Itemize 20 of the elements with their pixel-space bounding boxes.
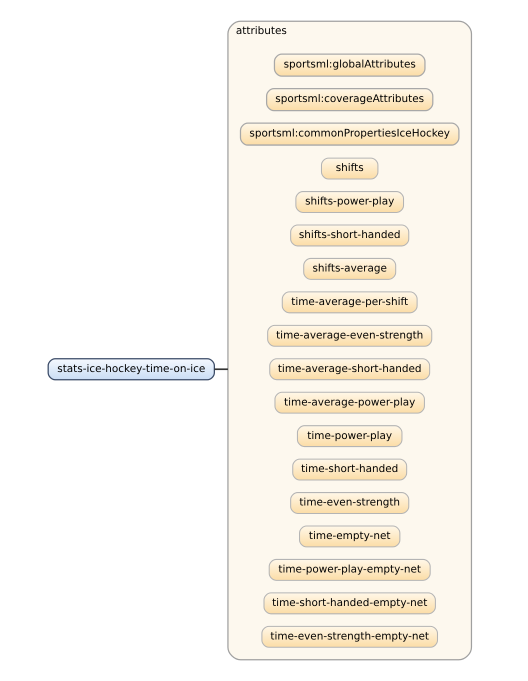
node-box: time-short-handed-empty-net <box>263 592 436 614</box>
node-box: shifts <box>320 158 378 180</box>
node-box: stats-ice-hockey-time-on-ice <box>48 358 215 380</box>
node-box: sportsml:globalAttributes <box>274 54 426 77</box>
node-box: time-average-power-play <box>274 392 425 414</box>
node-box: time-even-strength-empty-net <box>261 626 438 648</box>
node-box: shifts-short-handed <box>290 224 410 246</box>
node-box: sportsml:coverageAttributes <box>266 88 434 112</box>
node-box: time-average-short-handed <box>269 358 430 380</box>
node-box: time-short-handed <box>292 458 408 481</box>
node-box: time-even-strength <box>290 492 410 514</box>
node-box: time-average-per-shift <box>282 291 418 314</box>
node-box: time-power-play <box>296 425 402 448</box>
node-box: time-average-even-strength <box>267 324 432 347</box>
node-box: time-empty-net <box>299 525 400 548</box>
node-box: time-power-play-empty-net <box>268 558 431 581</box>
node-box: shifts-average <box>303 258 396 280</box>
node-box: shifts-power-play <box>295 191 404 213</box>
node-box: sportsml:commonPropertiesIceHockey <box>240 122 460 146</box>
connector <box>214 368 228 370</box>
